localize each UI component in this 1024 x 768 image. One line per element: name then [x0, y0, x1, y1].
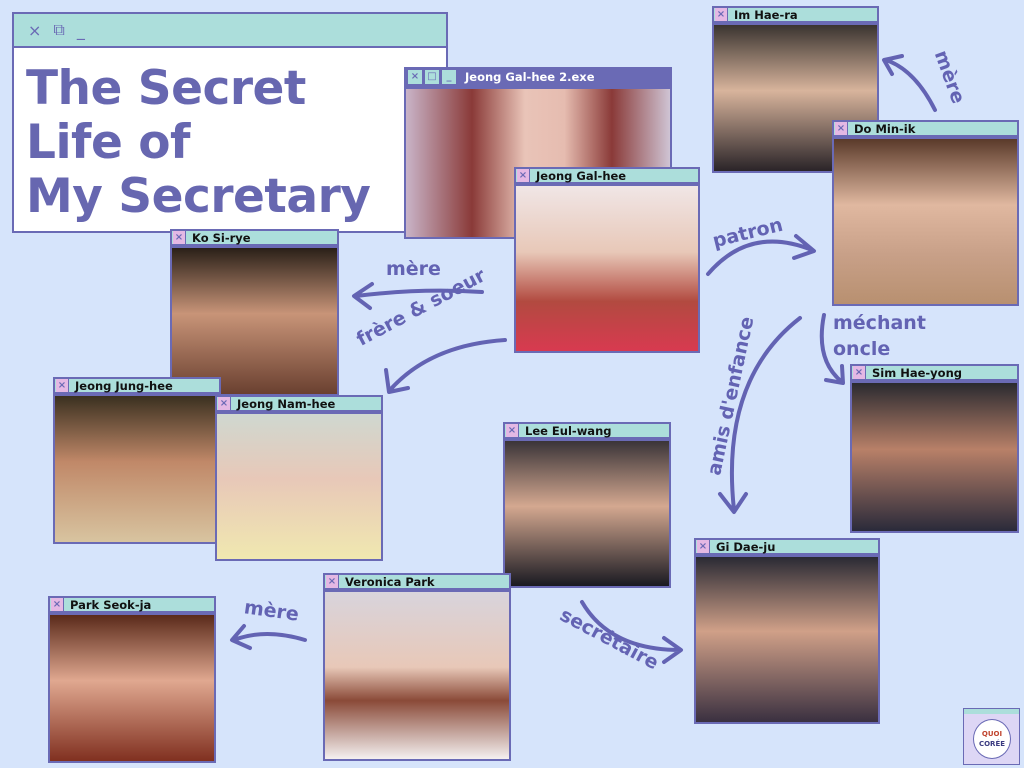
character-photo — [696, 557, 878, 722]
restore-icon[interactable]: ⧉ — [53, 20, 65, 39]
arrow-mechant — [819, 313, 845, 385]
arrow-patron — [706, 234, 816, 276]
close-icon[interactable]: × — [28, 20, 42, 40]
character-name: Do Min-ik — [854, 121, 916, 136]
close-icon[interactable]: × — [51, 598, 64, 611]
character-card: × Ko Si-rye — [170, 229, 339, 396]
character-photo — [325, 592, 509, 759]
character-card: × Jeong Jung-hee — [53, 377, 221, 544]
arrow-amis — [718, 316, 802, 514]
title-line: The Secret — [26, 61, 306, 116]
close-icon[interactable]: × — [173, 231, 186, 244]
close-icon[interactable]: × — [715, 8, 728, 21]
close-icon[interactable]: × — [835, 122, 848, 135]
character-photo — [217, 414, 381, 559]
close-icon[interactable]: × — [218, 397, 231, 410]
character-name: Veronica Park — [345, 574, 435, 589]
character-name: Park Seok-ja — [70, 597, 152, 612]
label-mechant-oncle: méchant oncle — [833, 312, 926, 360]
minimize-icon[interactable]: _ — [76, 20, 85, 40]
close-icon[interactable]: × — [853, 366, 866, 379]
character-card: × Im Hae-ra — [712, 6, 879, 173]
character-photo — [852, 383, 1017, 531]
arrow-frere-soeur — [384, 338, 507, 394]
character-card: × Gi Dae-ju — [694, 538, 880, 724]
logo-line: QUOI — [981, 730, 1003, 738]
label-mere: mère — [386, 258, 441, 280]
close-icon[interactable]: × — [56, 379, 69, 392]
character-card: × Do Min-ik — [832, 120, 1019, 306]
title-window-bar: × ⧉ _ — [14, 14, 446, 48]
quoi-coree-logo: QUOI CORÉE — [963, 708, 1020, 765]
exe-window: ×□_Jeong Gal-hee 2.exe — [404, 67, 672, 239]
arrow-mere-park — [230, 624, 307, 650]
page-title: The Secret Life of My Secretary — [14, 48, 446, 224]
minimize-icon[interactable]: _ — [442, 70, 456, 84]
character-card: × Sim Hae-yong — [850, 364, 1019, 533]
exe-title: Jeong Gal-hee 2.exe — [465, 70, 595, 84]
title-line: Life of — [26, 115, 190, 170]
close-icon[interactable]: × — [408, 70, 422, 84]
character-card: × Veronica Park — [323, 573, 511, 761]
character-name: Jeong Nam-hee — [237, 396, 336, 411]
close-icon[interactable]: × — [697, 540, 710, 553]
arrow-secretaire — [580, 600, 683, 664]
character-photo — [505, 441, 669, 586]
arrow-mere-ko — [352, 282, 484, 310]
character-name: Jeong Gal-hee — [536, 168, 627, 183]
character-name: Lee Eul-wang — [525, 423, 612, 438]
character-photo — [834, 139, 1017, 304]
close-icon[interactable]: × — [326, 575, 339, 588]
arrow-mere-im — [882, 54, 937, 112]
title-window: × ⧉ _ The Secret Life of My Secretary — [12, 12, 448, 233]
character-name: Sim Hae-yong — [872, 365, 962, 380]
character-name: Jeong Jung-hee — [75, 378, 173, 393]
character-name: Gi Dae-ju — [716, 539, 776, 554]
character-photo — [50, 615, 214, 761]
close-icon[interactable]: × — [517, 169, 530, 182]
character-name: Im Hae-ra — [734, 7, 798, 22]
title-line: My Secretary — [26, 169, 371, 224]
close-icon[interactable]: × — [506, 424, 519, 437]
character-card: × Jeong Gal-hee — [514, 167, 700, 353]
character-photo — [172, 248, 337, 394]
character-card: × Lee Eul-wang — [503, 422, 671, 588]
character-card: × Park Seok-ja — [48, 596, 216, 763]
character-photo — [516, 186, 698, 351]
character-photo — [55, 396, 219, 542]
logo-line: CORÉE — [978, 740, 1006, 748]
maximize-icon[interactable]: □ — [425, 70, 439, 84]
character-card: × Jeong Nam-hee — [215, 395, 383, 561]
character-name: Ko Si-rye — [192, 230, 251, 245]
